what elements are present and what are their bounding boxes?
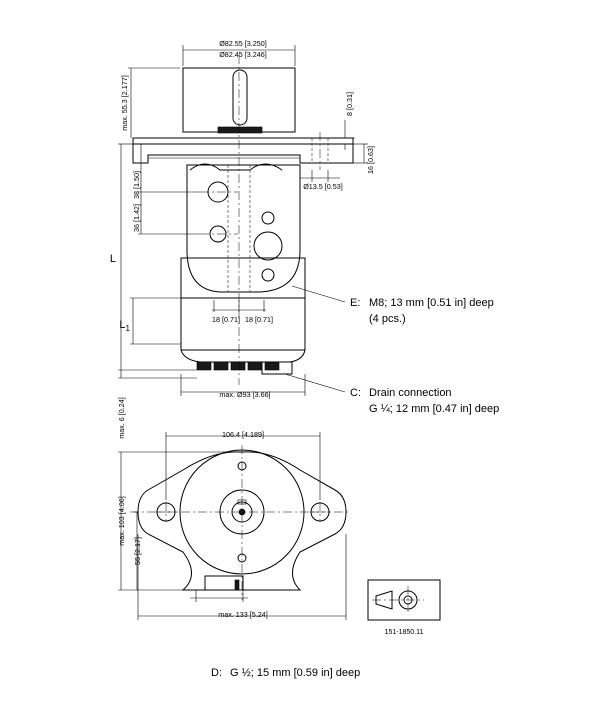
dim-height-center: 55 [2.17] bbox=[133, 537, 142, 565]
flange bbox=[132, 138, 354, 164]
svg-text:Drain connection: Drain connection bbox=[369, 387, 452, 399]
dim-height-total: max. 103 [4.06] bbox=[117, 496, 126, 546]
side-view: Ø82.55 [3.250] Ø82.45 [3.246] max. 55.3 … bbox=[110, 39, 375, 439]
svg-text:D:: D: bbox=[211, 667, 222, 679]
dim-bolt-spacing-left: 18 [0.71] bbox=[212, 315, 240, 324]
dim-shaft-dia: Ø82.55 [3.250] bbox=[219, 39, 267, 48]
dim-width-total: max. 133 [5.24] bbox=[218, 610, 268, 619]
dim-flange-hole-spacing: 106.4 [4.189] bbox=[222, 430, 264, 439]
leader-e bbox=[291, 285, 346, 303]
port-e1 bbox=[261, 211, 275, 225]
end-view: 106.4 [4.189] max. 103 [4.06] 55 [2.17] … bbox=[117, 430, 350, 620]
dim-port-spacing-2: 36 [1.42] bbox=[132, 204, 141, 232]
dim-shaft-dia-min: Ø82.45 [3.246] bbox=[219, 50, 267, 59]
shaft-collar bbox=[217, 126, 263, 134]
svg-text:G ½; 15 mm [0.59 in] deep: G ½; 15 mm [0.59 in] deep bbox=[230, 667, 360, 679]
dim-bolt-head: max. 6 [0.24] bbox=[117, 397, 126, 439]
projection-frame bbox=[367, 579, 441, 621]
bolt-heads bbox=[196, 361, 293, 375]
port-e2 bbox=[261, 268, 275, 282]
dim-body-dia: max. Ø93 [3.66] bbox=[219, 390, 270, 399]
body-lower bbox=[180, 297, 306, 351]
dim-length-l: L bbox=[110, 253, 116, 265]
svg-text:E:: E: bbox=[350, 297, 360, 309]
dim-port-spacing-1: 38 [1.50] bbox=[132, 171, 141, 199]
dim-length-l1: L1 bbox=[119, 319, 130, 333]
projection-symbol bbox=[367, 579, 441, 621]
dim-flange-thickness: 16 [0.63] bbox=[366, 146, 375, 174]
port-main bbox=[253, 231, 283, 261]
svg-text:C:: C: bbox=[350, 387, 361, 399]
note-c: C: Drain connection G ¼; 12 mm [0.47 in]… bbox=[350, 387, 499, 415]
svg-text:G ¼; 12 mm [0.47 in] deep: G ¼; 12 mm [0.47 in] deep bbox=[369, 403, 499, 415]
svg-text:M8; 13 mm [0.51 in] deep: M8; 13 mm [0.51 in] deep bbox=[369, 297, 494, 309]
dim-flange-hole: Ø13.5 [0.53] bbox=[303, 182, 343, 191]
end-drain-d bbox=[204, 575, 244, 591]
svg-text:(4 pcs.): (4 pcs.) bbox=[369, 313, 406, 325]
dim-flange-offset: 8 [0.31] bbox=[345, 92, 354, 116]
dim-bolt-spacing-right: 18 [0.71] bbox=[245, 315, 273, 324]
note-e: E: M8; 13 mm [0.51 in] deep (4 pcs.) bbox=[350, 297, 494, 325]
shaft-keyway bbox=[232, 69, 248, 126]
leader-c bbox=[284, 373, 346, 393]
drawing-number: 151-1850.11 bbox=[385, 629, 424, 636]
dim-shaft-length: max. 55.3 [2.177] bbox=[120, 75, 129, 131]
housing bbox=[186, 164, 301, 293]
note-d: D: G ½; 15 mm [0.59 in] deep bbox=[211, 667, 360, 679]
